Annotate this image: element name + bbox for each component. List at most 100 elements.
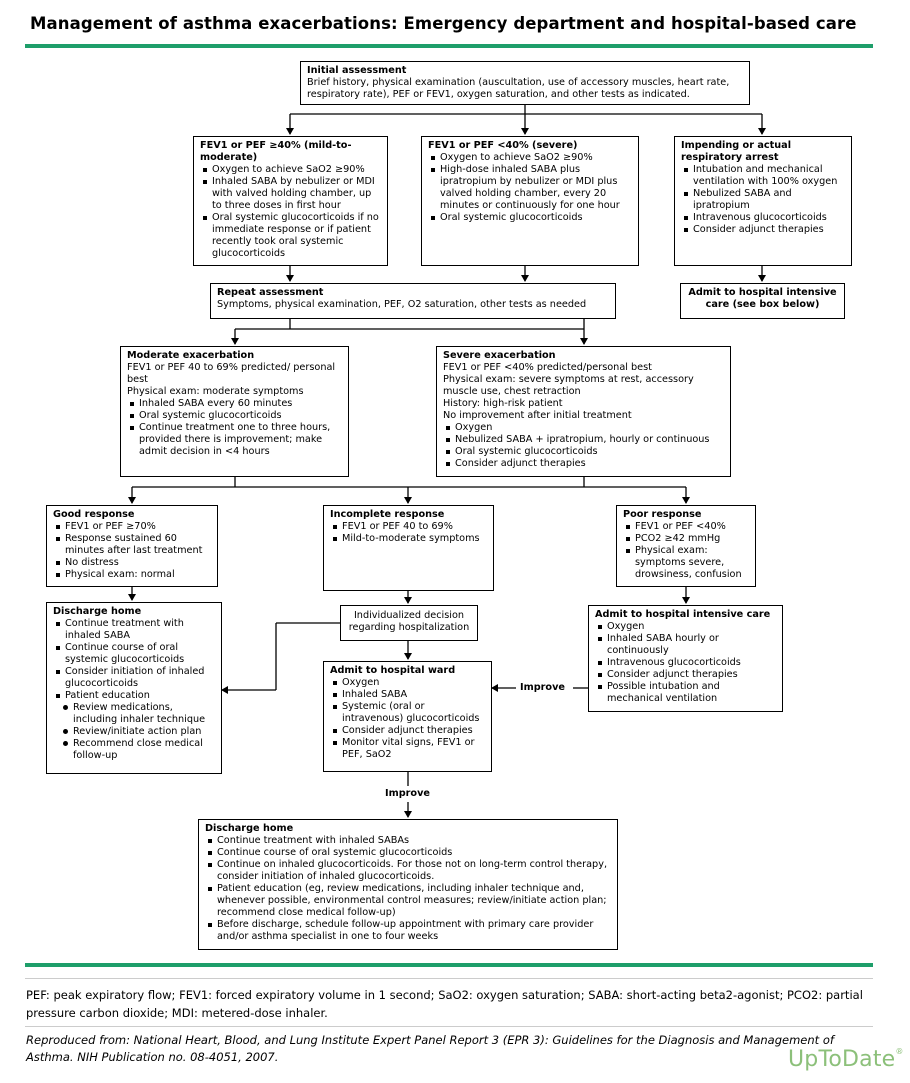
footer-rule [25,963,873,967]
list-item: Intravenous glucocorticoids [681,212,845,224]
list-item: Possible intubation and mechanical venti… [595,681,776,705]
severe-exacerbation-line: History: high-risk patient [443,398,563,409]
poor-response-box: Poor response FEV1 or PEF <40% PCO2 ≥42 … [616,505,756,587]
severe-exacerbation-line: No improvement after initial treatment [443,410,632,421]
list-item: Consider initiation of inhaled glucocort… [53,666,215,690]
title-rule [25,44,873,48]
list-item: Continue course of oral systemic glucoco… [53,642,215,666]
icu-see-below-text: Admit to hospital intensive care (see bo… [688,287,837,310]
list-item: Intubation and mechanical ventilation wi… [681,164,845,188]
sub-list-item: Recommend close medical follow-up [53,738,215,762]
discharge-home-heading: Discharge home [53,606,142,617]
list-item: Patient education [53,690,215,702]
list-item: Oral systemic glucocorticoids if no imme… [200,212,381,260]
severe-exacerbation-box: Severe exacerbation FEV1 or PEF <40% pre… [436,346,731,477]
list-item: Continue treatment one to three hours, p… [127,422,342,458]
incomplete-response-heading: Incomplete response [330,509,445,520]
list-item: Systemic (oral or intravenous) glucocort… [330,701,485,725]
icu-admission-box: Admit to hospital intensive care Oxygen … [588,605,783,712]
list-item: Physical exam: symptoms severe, drowsine… [623,545,749,581]
list-item: Oxygen to achieve SaO2 ≥90% [428,152,632,164]
respiratory-arrest-heading: Impending or actual respiratory arrest [681,140,792,163]
mild-moderate-box: FEV1 or PEF ≥40% (mild-to-moderate) Oxyg… [193,136,388,266]
list-item: FEV1 or PEF ≥70% [53,521,211,533]
severe-exacerbation-line: Physical exam: severe symptoms at rest, … [443,374,694,397]
list-item: Oxygen [443,422,724,434]
list-item: Inhaled SABA every 60 minutes [127,398,342,410]
respiratory-arrest-box: Impending or actual respiratory arrest I… [674,136,852,266]
hospital-ward-heading: Admit to hospital ward [330,665,456,676]
mild-moderate-heading: FEV1 or PEF ≥40% (mild-to-moderate) [200,140,352,163]
moderate-exacerbation-line: Physical exam: moderate symptoms [127,386,304,397]
individualized-decision-box: Individualized decision regarding hospit… [340,605,478,641]
sub-list-item: Review/initiate action plan [53,726,215,738]
repeat-assessment-box: Repeat assessment Symptoms, physical exa… [210,283,616,319]
repeat-assessment-text: Symptoms, physical examination, PEF, O2 … [217,299,587,310]
source-credit: Reproduced from: National Heart, Blood, … [26,1033,834,1064]
moderate-exacerbation-line: FEV1 or PEF 40 to 69% predicted/ persona… [127,362,336,385]
repeat-assessment-heading: Repeat assessment [217,287,324,298]
list-item: Monitor vital signs, FEV1 or PEF, SaO2 [330,737,485,761]
initial-assessment-line: Brief history, physical examination (aus… [307,77,730,88]
moderate-exacerbation-heading: Moderate exacerbation [127,350,255,361]
list-item: Continue on inhaled glucocorticoids. For… [205,859,611,883]
list-item: Response sustained 60 minutes after last… [53,533,211,557]
hospital-ward-box: Admit to hospital ward Oxygen Inhaled SA… [323,661,492,772]
good-response-box: Good response FEV1 or PEF ≥70% Response … [46,505,218,587]
list-item: Consider adjunct therapies [330,725,485,737]
list-item: Nebulized SABA + ipratropium, hourly or … [443,434,724,446]
list-item: Inhaled SABA [330,689,485,701]
list-item: No distress [53,557,211,569]
good-response-heading: Good response [53,509,135,520]
list-item: Oxygen [330,677,485,689]
initial-assessment-line: respiratory rate), PEF or FEV1, oxygen s… [307,89,690,100]
severe-exacerbation-heading: Severe exacerbation [443,350,556,361]
list-item: Physical exam: normal [53,569,211,581]
severe-exacerbation-line: FEV1 or PEF <40% predicted/personal best [443,362,652,373]
list-item: FEV1 or PEF <40% [623,521,749,533]
logo-text: UpToDate [788,1047,896,1072]
discharge-home-box: Discharge home Continue treatment with i… [46,602,222,774]
list-item: Consider adjunct therapies [681,224,845,236]
list-item: Inhaled SABA by nebulizer or MDI with va… [200,176,381,212]
initial-assessment-box: Initial assessment Brief history, physic… [300,61,750,105]
poor-response-heading: Poor response [623,509,702,520]
list-item: Continue treatment with inhaled SABA [53,618,215,642]
list-item: Oral systemic glucocorticoids [127,410,342,422]
icu-admission-heading: Admit to hospital intensive care [595,609,771,620]
uptodate-logo: UpToDate® [788,1047,904,1072]
list-item: Oxygen to achieve SaO2 ≥90% [200,164,381,176]
credit-divider [25,1026,873,1027]
list-item: Intravenous glucocorticoids [595,657,776,669]
abbreviations-footnote: PEF: peak expiratory flow; FEV1: forced … [26,988,863,1020]
list-item: Oral systemic glucocorticoids [443,446,724,458]
list-item: PCO2 ≥42 mmHg [623,533,749,545]
list-item: Consider adjunct therapies [443,458,724,470]
icu-see-below-box: Admit to hospital intensive care (see bo… [680,283,845,319]
list-item: Patient education (eg, review medication… [205,883,611,919]
list-item: Nebulized SABA and ipratropium [681,188,845,212]
final-discharge-box: Discharge home Continue treatment with i… [198,819,618,950]
improve-label: Improve [385,788,430,799]
individualized-decision-text: Individualized decision regarding hospit… [348,610,470,633]
improve-label: Improve [520,682,565,693]
list-item: Mild-to-moderate symptoms [330,533,487,545]
list-item: High-dose inhaled SABA plus ipratropium … [428,164,632,212]
severe-initial-heading: FEV1 or PEF <40% (severe) [428,140,578,151]
list-item: Consider adjunct therapies [595,669,776,681]
list-item: Oxygen [595,621,776,633]
list-item: Inhaled SABA hourly or continuously [595,633,776,657]
initial-assessment-heading: Initial assessment [307,65,407,76]
list-item: Continue course of oral systemic glucoco… [205,847,611,859]
list-item: FEV1 or PEF 40 to 69% [330,521,487,533]
sub-list-item: Review medications, including inhaler te… [53,702,215,726]
severe-initial-box: FEV1 or PEF <40% (severe) Oxygen to achi… [421,136,639,266]
list-item: Oral systemic glucocorticoids [428,212,632,224]
list-item: Continue treatment with inhaled SABAs [205,835,611,847]
page-title: Management of asthma exacerbations: Emer… [30,14,857,33]
moderate-exacerbation-box: Moderate exacerbation FEV1 or PEF 40 to … [120,346,349,477]
incomplete-response-box: Incomplete response FEV1 or PEF 40 to 69… [323,505,494,591]
list-item: Before discharge, schedule follow-up app… [205,919,611,943]
footer-divider [25,978,873,979]
